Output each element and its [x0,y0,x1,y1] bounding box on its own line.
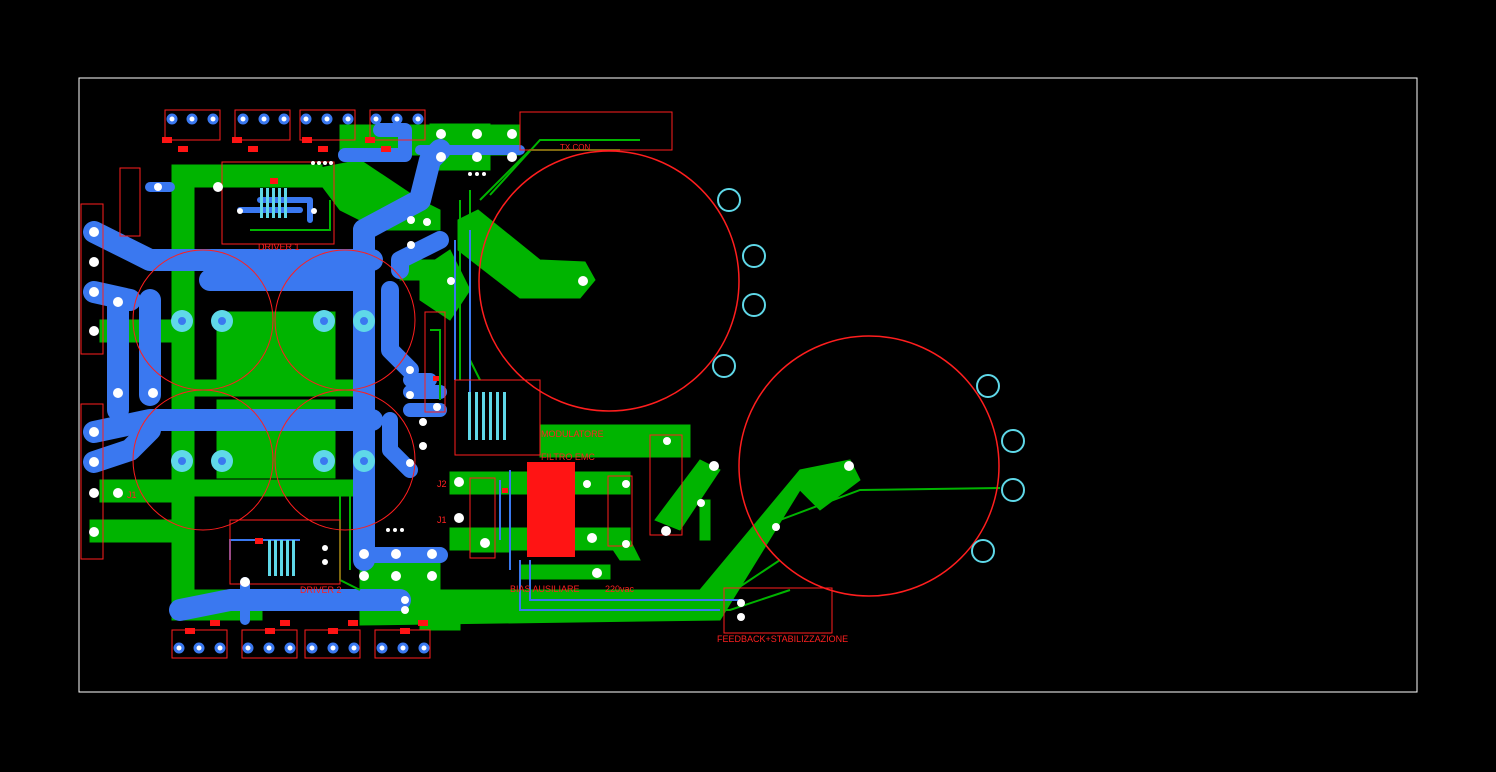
modulator-ic [468,392,506,440]
smd-pads [162,137,508,634]
board-outline [78,77,1418,693]
label-bias-ausiliare: BIAS AUSILIARE [510,584,580,594]
label-driver2: DRIVER 2 [300,585,342,595]
label-j1-left: J1 [127,490,137,500]
label-feedback: FEEDBACK+STABILIZZAZIONE [717,634,848,644]
label-top-module: TX CON [560,143,590,152]
label-filtro-emc: FILTRO EMC [541,452,595,462]
driver2-ic [268,540,295,576]
driver1-ic [260,188,287,218]
via-clusters [237,161,486,565]
pads-layer [89,113,1025,654]
large-pad-holes [178,317,368,465]
mosfet-pads [166,113,430,654]
ic-footprints [260,188,506,576]
transformer-holes [712,188,1025,563]
label-modulatore: MODULATORE [541,429,604,439]
label-220vac: 220vac [605,584,635,594]
label-driver1: DRIVER 1 [258,242,300,252]
silkscreen-layer [80,109,1000,659]
silkscreen-labels: DRIVER 1 DRIVER 2 MODULATORE FILTRO EMC … [127,143,848,644]
emc-filter-block [527,462,575,557]
signal-traces-bottom [229,230,740,611]
label-j1: J1 [437,515,447,525]
label-j2: J2 [437,479,447,489]
medium-pads [89,129,854,621]
